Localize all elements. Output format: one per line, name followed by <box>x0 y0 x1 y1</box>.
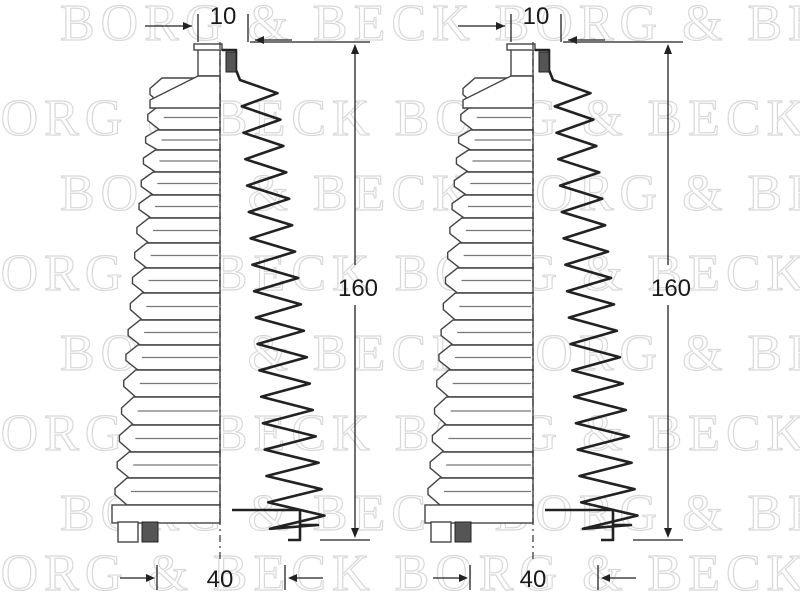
bellows-profile-outline <box>535 48 639 531</box>
watermark-text: BORG & BECK BORG & BECK BORG & BECK <box>0 545 800 600</box>
bottom-flange <box>111 504 221 524</box>
neck-lip <box>506 43 536 51</box>
arrowhead <box>288 574 297 582</box>
arrowhead <box>351 528 359 538</box>
arrowhead <box>351 44 359 54</box>
dimension-bottom-width: 40 <box>120 565 323 593</box>
watermark-text: BORG & BECK BORG & BECK BORG & BECK <box>0 90 800 147</box>
watermark-text: BORG & BECK BORG & BECK BORG & BECK <box>0 405 800 462</box>
dimension-height: 160 <box>250 41 378 541</box>
arrowhead <box>664 44 672 54</box>
bottom-flange-outline <box>545 508 615 542</box>
neck-seal-hatch <box>225 51 237 73</box>
dimension-height-label: 160 <box>651 275 691 302</box>
neck-lip <box>193 43 223 51</box>
flange-clamp <box>141 521 159 543</box>
parts-layer: 10 160 40 10 160 40 <box>111 3 691 593</box>
bottom-flange-outline <box>232 508 302 542</box>
bottom-flange <box>424 504 534 524</box>
bellows-part-2: 10 160 40 <box>424 3 691 593</box>
arrowhead <box>496 22 505 30</box>
arrowhead <box>146 574 155 582</box>
dimension-height: 160 <box>563 41 691 541</box>
arrowhead <box>459 574 468 582</box>
dimension-top-label: 10 <box>210 3 237 30</box>
flange-tab-left <box>117 521 139 543</box>
dimension-bottom-label: 40 <box>520 566 547 593</box>
dimension-height-label: 160 <box>338 275 378 302</box>
neck-collar <box>510 47 534 77</box>
top-cone <box>462 75 534 109</box>
dimension-top-width: 10 <box>458 3 605 44</box>
arrowhead <box>601 574 610 582</box>
watermark-text: BORG & BECK BORG & BECK BORG & BECK <box>0 245 800 302</box>
top-cone <box>149 75 221 109</box>
neck-seal-hatch <box>538 51 550 73</box>
arrowhead <box>183 22 192 30</box>
bellows-part-1: 10 160 40 <box>111 3 378 593</box>
dimension-top-width: 10 <box>145 3 292 44</box>
flange-tab-left <box>430 521 452 543</box>
dimension-bottom-width: 40 <box>433 565 636 593</box>
bellows-profile-outline <box>222 48 326 531</box>
dimension-bottom-label: 40 <box>207 566 234 593</box>
dimension-top-label: 10 <box>523 3 550 30</box>
arrowhead <box>664 528 672 538</box>
flange-clamp <box>454 521 472 543</box>
bellows-section-view <box>111 43 223 543</box>
neck-collar <box>197 47 221 77</box>
